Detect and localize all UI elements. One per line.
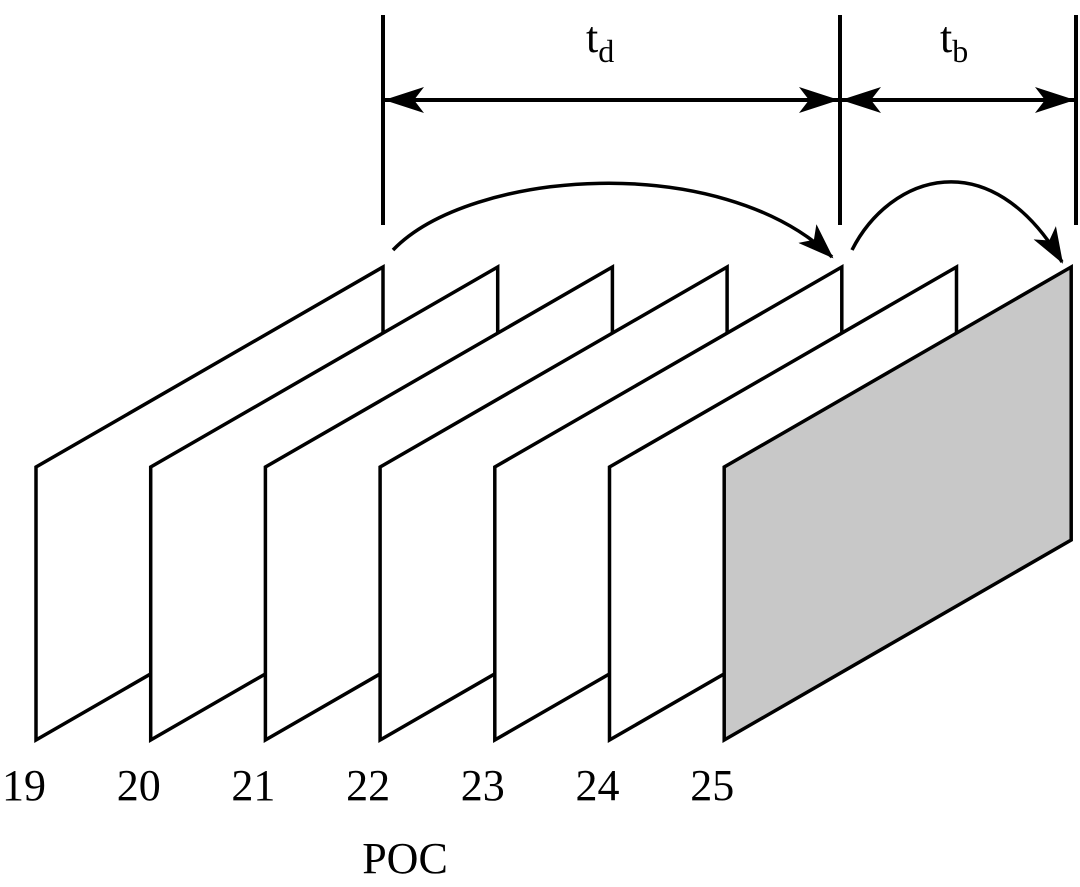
reference-curve-arrow-2 xyxy=(850,180,1064,264)
poc-labels-group: 19 20 21 22 23 24 25 xyxy=(2,761,734,810)
poc-number-22: 22 xyxy=(346,761,390,810)
tb-label: tb xyxy=(940,13,968,69)
frame-25 xyxy=(722,263,1073,744)
td-label: td xyxy=(586,13,614,69)
poc-number-25: 25 xyxy=(690,761,734,810)
poc-number-21: 21 xyxy=(231,761,275,810)
poc-number-23: 23 xyxy=(461,761,505,810)
poc-axis-label: POC xyxy=(362,834,448,883)
poc-number-24: 24 xyxy=(576,761,620,810)
reference-curve-arrow-1 xyxy=(391,181,834,259)
poc-number-20: 20 xyxy=(117,761,161,810)
poc-number-19: 19 xyxy=(2,761,46,810)
frames-group xyxy=(34,263,1073,744)
